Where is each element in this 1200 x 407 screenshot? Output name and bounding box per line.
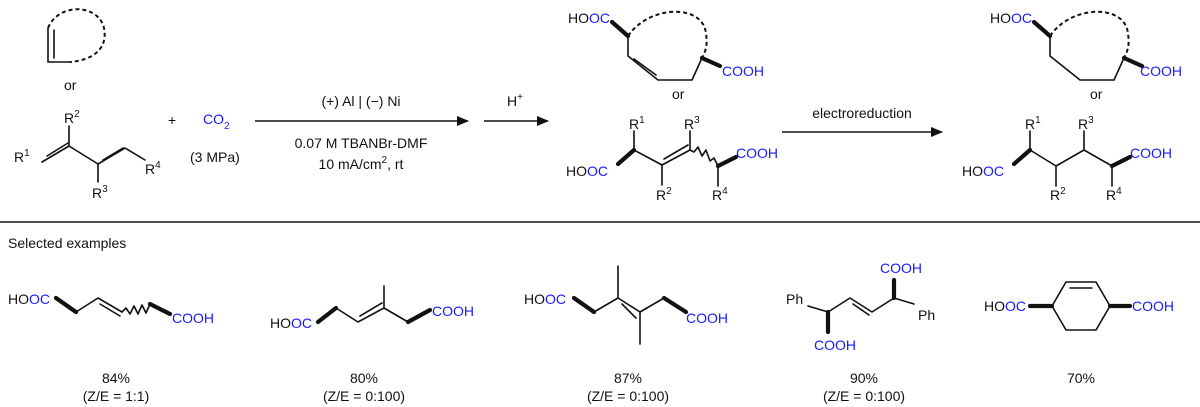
step1-electrolyte: 0.07 M TBANBr-DMF [295, 135, 428, 151]
r1-label-3: R1 [1025, 115, 1041, 132]
r4-label-2: R4 [712, 186, 728, 203]
co2-label: CO2 [203, 111, 230, 132]
r1-label: R1 [14, 148, 30, 165]
plus-sign: + [168, 112, 176, 128]
ex2-ratio: (Z/E = 0:100) [323, 388, 405, 404]
or-text-1: or [64, 77, 77, 93]
r2-label: R2 [64, 109, 80, 126]
r2-label-2: R2 [656, 186, 672, 203]
acid-label-3b: COOH [1140, 63, 1182, 79]
cyclic-unsaturated-diacid [609, 10, 723, 81]
example-3-structure [571, 265, 689, 345]
ex4-ph-right: Ph [918, 307, 935, 323]
ex1-ratio: (Z/E = 1:1) [83, 388, 150, 404]
ex4-cooh-top: COOH [880, 260, 922, 276]
acid-label-4a: HOOC [962, 163, 1004, 179]
r4-label-3: R4 [1106, 186, 1122, 203]
step1-current: 10 mA/cm2, rt [319, 155, 404, 172]
ex3-hooc: HOOC [524, 291, 566, 307]
example-1-structure [53, 295, 173, 317]
acyclic-unsaturated-diacid [615, 130, 739, 187]
r2-label-3: R2 [1050, 186, 1066, 203]
cyclic-saturated-diacid [1031, 10, 1145, 81]
acid-label-2b: COOH [736, 145, 778, 161]
example-5-structure [1027, 281, 1133, 331]
r3-label: R3 [92, 184, 108, 201]
acyclic-saturated-diacid [1011, 130, 1133, 187]
acyclic-diene [41, 125, 146, 183]
pressure-label: (3 MPa) [190, 149, 240, 165]
ex1-hooc: HOOC [8, 291, 50, 307]
ex4-cooh-bottom: COOH [814, 337, 856, 353]
ex1-cooh: COOH [172, 310, 214, 326]
ex4-ph-left: Ph [786, 291, 803, 307]
ex1-yield: 84% [102, 370, 130, 386]
example-4-structure [807, 277, 915, 335]
ex2-cooh: COOH [432, 303, 474, 319]
ex2-yield: 80% [350, 370, 378, 386]
examples-title: Selected examples [8, 235, 126, 251]
ex5-hooc: HOOC [984, 298, 1026, 314]
r4-label: R4 [145, 160, 161, 177]
step2-acid: H+ [507, 92, 523, 109]
ex3-cooh: COOH [686, 310, 728, 326]
r3-label-2: R3 [684, 115, 700, 132]
acid-label-1a: HOOC [568, 10, 610, 26]
example-2-structure [315, 285, 433, 325]
step3-label: electroreduction [812, 105, 912, 121]
ex5-yield: 70% [1067, 370, 1095, 386]
or-text-3: or [1090, 86, 1103, 102]
step1-electrodes: (+) Al | (−) Ni [321, 93, 400, 109]
acid-label-1b: COOH [722, 63, 764, 79]
cyclic-diene [47, 8, 106, 63]
ex4-ratio: (Z/E = 0:100) [823, 388, 905, 404]
acid-label-3a: HOOC [990, 10, 1032, 26]
acid-label-2a: HOOC [566, 163, 608, 179]
acid-label-4b: COOH [1130, 145, 1172, 161]
ex4-yield: 90% [850, 370, 878, 386]
or-text-2: or [672, 86, 685, 102]
ex3-ratio: (Z/E = 0:100) [587, 388, 669, 404]
r3-label-3: R3 [1078, 115, 1094, 132]
r1-label-2: R1 [629, 115, 645, 132]
ex3-yield: 87% [614, 370, 642, 386]
ex2-hooc: HOOC [270, 315, 312, 331]
ex5-cooh: COOH [1132, 298, 1174, 314]
